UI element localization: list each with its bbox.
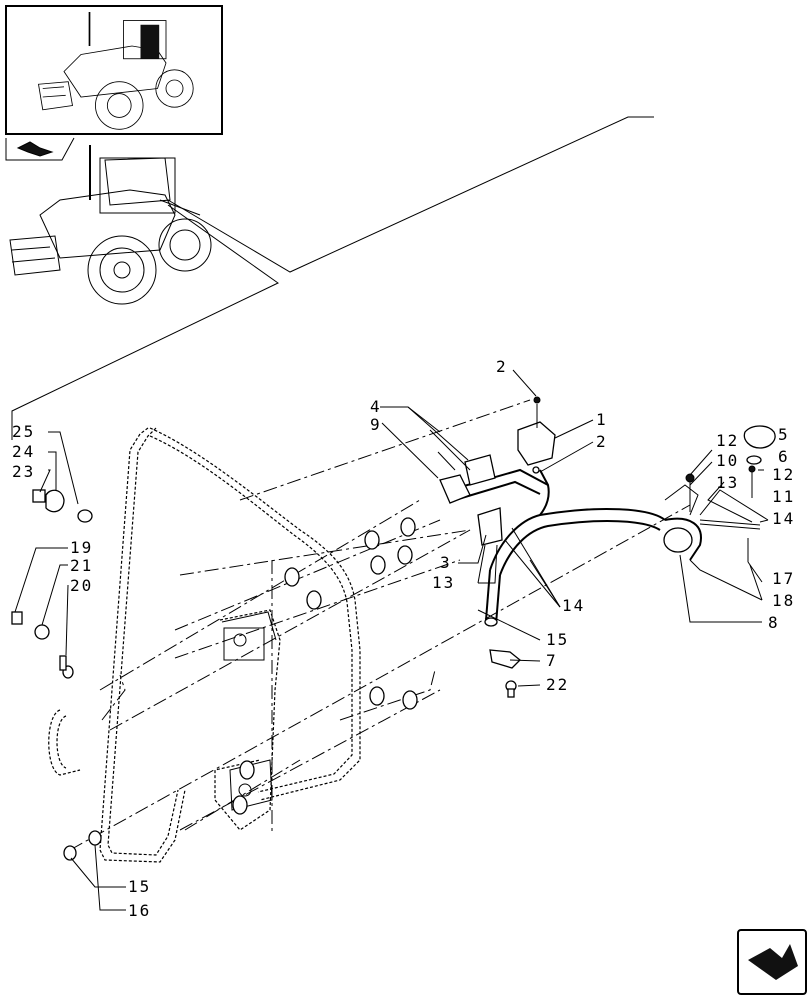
callout-12-a: 12 xyxy=(716,431,739,450)
callout-18: 18 xyxy=(772,591,795,610)
callout-12-b: 12 xyxy=(772,465,795,484)
callout-21: 21 xyxy=(70,556,93,575)
callout-11: 11 xyxy=(772,487,795,506)
callout-17: 17 xyxy=(772,569,795,588)
callout-13-right: 13 xyxy=(716,473,739,492)
fastener-set-left xyxy=(11,489,93,679)
callout-2: 2 xyxy=(596,432,608,451)
callout-14-right: 14 xyxy=(772,509,795,528)
callout-14-centre: 14 xyxy=(562,596,585,615)
coupling-part xyxy=(489,649,521,698)
callout-6: 6 xyxy=(778,447,790,466)
callout-25: 25 xyxy=(12,422,35,441)
tractor-overview-drawing xyxy=(9,145,212,305)
hose-pipe xyxy=(449,468,702,627)
callout-9: 9 xyxy=(370,415,382,434)
callout-13-left: 13 xyxy=(432,573,455,592)
section-arrow-icon xyxy=(5,137,75,161)
callout-10: 10 xyxy=(716,451,739,470)
tractor-thumbnail-icon xyxy=(5,5,223,135)
callout-24: 24 xyxy=(12,442,35,461)
detail-leader-line-2 xyxy=(11,204,279,440)
callout-7: 7 xyxy=(546,651,558,670)
grommet-set xyxy=(232,517,418,815)
assembly-axis-lines xyxy=(69,399,691,851)
next-page-arrow-icon[interactable] xyxy=(737,929,807,995)
callout-15-mid: 15 xyxy=(546,630,569,649)
callout-2-top: 2 xyxy=(496,357,508,376)
hose-clamp-upper xyxy=(429,396,556,546)
callout-leaders xyxy=(14,369,769,911)
callout-15-bottom: 15 xyxy=(128,877,151,896)
detail-leader-line xyxy=(167,116,654,273)
callout-20: 20 xyxy=(70,576,93,595)
callout-22: 22 xyxy=(546,675,569,694)
callout-4: 4 xyxy=(370,397,382,416)
cab-frame-outline xyxy=(48,427,361,863)
callout-8: 8 xyxy=(768,613,780,632)
callout-16: 16 xyxy=(128,901,151,920)
callout-1: 1 xyxy=(596,410,608,429)
callout-19: 19 xyxy=(70,538,93,557)
callout-3: 3 xyxy=(440,553,452,572)
mounting-bracket xyxy=(214,560,281,835)
callout-labels: 2 1 2 4 9 3 13 14 15 7 22 12 5 10 6 12 1… xyxy=(12,357,795,920)
hose-clamp-right xyxy=(685,425,776,562)
callout-23: 23 xyxy=(12,462,35,481)
callout-5: 5 xyxy=(778,425,790,444)
